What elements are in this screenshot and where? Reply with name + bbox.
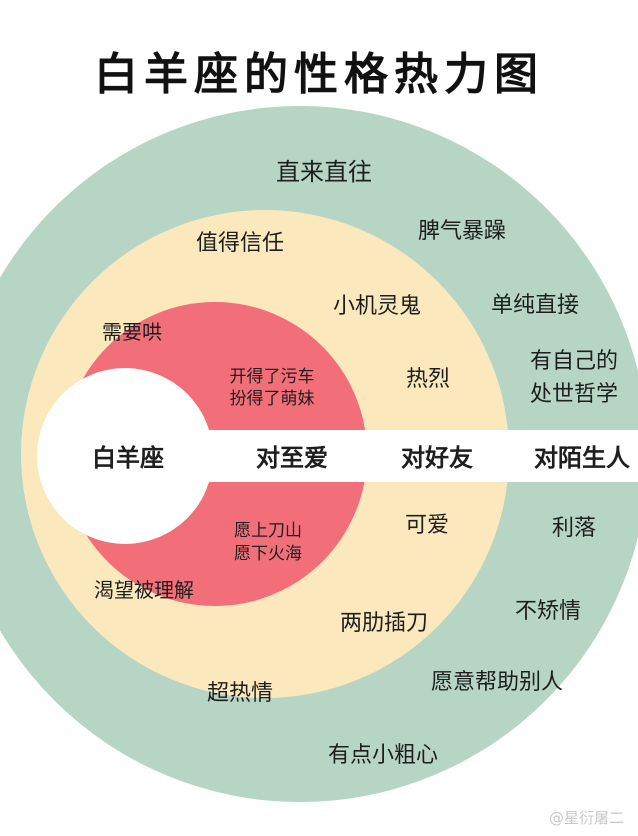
outer-trait: 有点小粗心 xyxy=(328,743,438,768)
inner-trait: 愿上刀山 xyxy=(234,521,302,541)
middle-trait: 值得信任 xyxy=(196,231,284,256)
outer-trait: 有自己的 xyxy=(530,349,618,374)
middle-trait: 热烈 xyxy=(406,367,450,392)
inner-trait: 愿下火海 xyxy=(234,544,302,564)
outer-trait: 单纯直接 xyxy=(491,293,579,318)
middle-trait: 小机灵鬼 xyxy=(333,294,421,319)
outer-trait: 愿意帮助别人 xyxy=(431,670,563,695)
outer-trait: 脾气暴躁 xyxy=(418,219,506,244)
center-circle xyxy=(37,368,213,544)
label-band xyxy=(200,430,638,482)
band-label-outer: 对陌生人 xyxy=(534,444,630,472)
middle-trait: 超热情 xyxy=(207,681,273,706)
band-label-inner: 对至爱 xyxy=(256,444,328,472)
outer-trait: 处世哲学 xyxy=(530,382,618,407)
inner-trait: 扮得了萌妹 xyxy=(230,389,315,409)
page-title: 白羊座的性格热力图 xyxy=(94,49,544,100)
outer-trait: 不矫情 xyxy=(515,599,581,624)
outer-trait: 直来直往 xyxy=(276,158,372,186)
watermark: @星衍屠二 xyxy=(548,809,624,827)
center-label: 白羊座 xyxy=(92,444,164,472)
inner-trait: 渴望被理解 xyxy=(94,578,194,602)
inner-trait: 开得了污车 xyxy=(230,367,315,387)
middle-trait: 可爱 xyxy=(405,513,449,538)
inner-trait: 需要哄 xyxy=(102,320,162,344)
middle-trait: 两肋插刀 xyxy=(340,611,428,636)
band-label-middle: 对好友 xyxy=(401,444,473,472)
outer-trait: 利落 xyxy=(552,516,596,541)
